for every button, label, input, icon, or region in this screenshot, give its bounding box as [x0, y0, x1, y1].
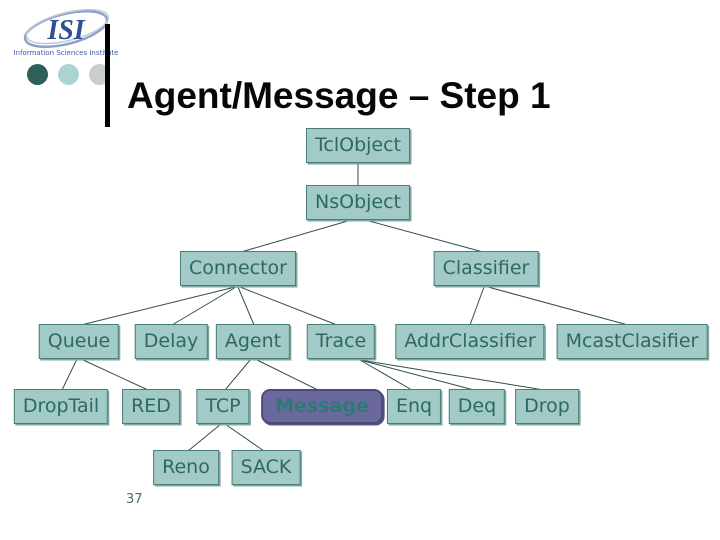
node-drop: Drop: [515, 389, 579, 424]
isi-logo: ISI Information Sciences Institute: [14, 2, 118, 85]
node-reno: Reno: [153, 450, 219, 485]
node-addrclassifier: AddrClassifier: [395, 324, 545, 359]
node-droptail: DropTail: [13, 389, 109, 424]
page-number: 37: [126, 492, 143, 507]
node-nsobject: NsObject: [306, 185, 410, 220]
node-tcp: TCP: [196, 389, 250, 424]
isi-logo-caption: Information Sciences Institute: [13, 49, 119, 57]
node-red: RED: [122, 389, 180, 424]
decorative-dots: [13, 64, 123, 86]
node-queue: Queue: [38, 324, 120, 359]
node-tclobject: TclObject: [306, 128, 410, 163]
node-enq: Enq: [386, 389, 442, 424]
slide-title: Agent/Message – Step 1: [127, 74, 551, 116]
node-connector: Connector: [180, 251, 296, 286]
node-trace: Trace: [306, 324, 376, 359]
node-delay: Delay: [134, 324, 208, 359]
node-mcastclasifier: McastClasifier: [556, 324, 708, 359]
dot-light-teal-icon: [58, 64, 79, 85]
node-sack: SACK: [231, 450, 301, 485]
node-message-highlighted: Message: [261, 389, 383, 424]
dot-gray-icon: [89, 64, 110, 85]
isi-logo-icon: ISI: [23, 8, 110, 49]
node-agent: Agent: [215, 324, 291, 359]
dot-dark-teal-icon: [27, 64, 48, 85]
node-classifier: Classifier: [433, 251, 539, 286]
node-deq: Deq: [448, 389, 506, 424]
title-divider-bar: [105, 24, 110, 127]
isi-logo-text: ISI: [46, 15, 85, 46]
